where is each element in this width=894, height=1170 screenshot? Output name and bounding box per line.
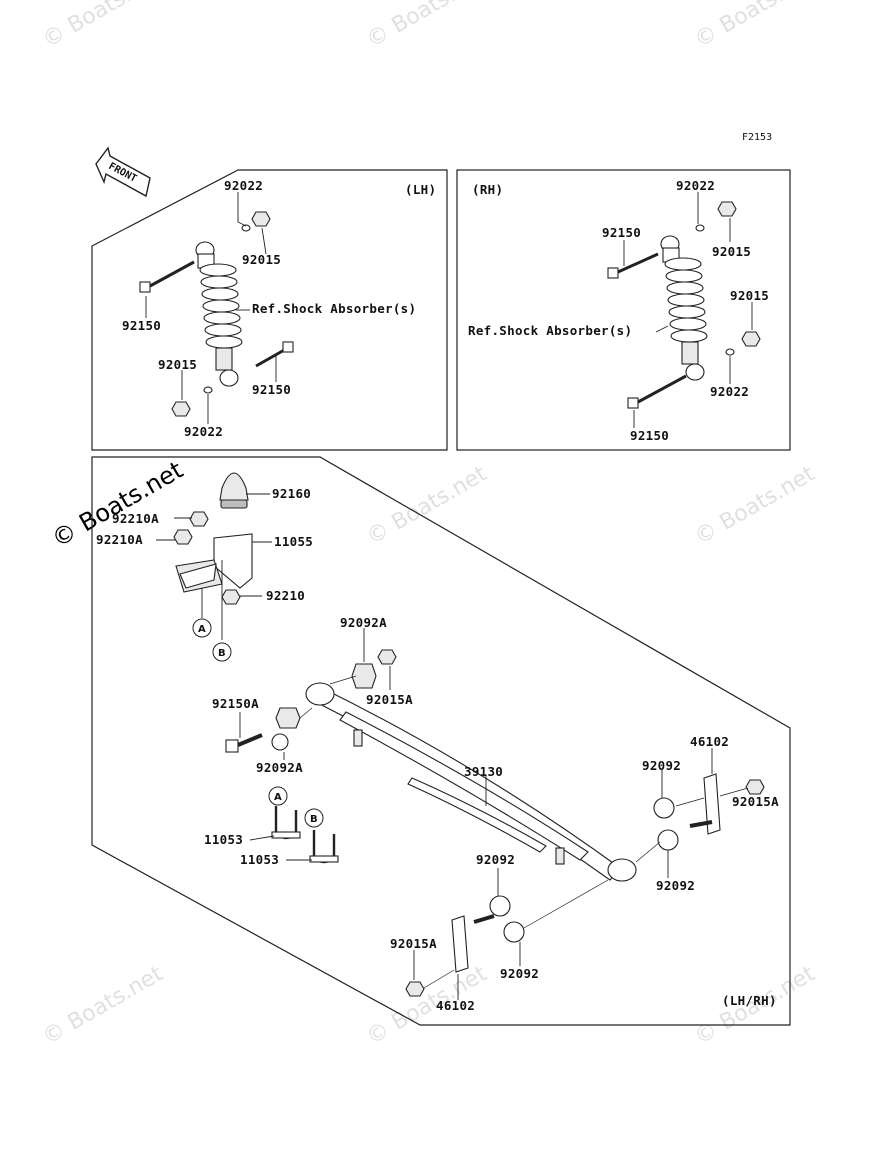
watermark: © Boats.net: [39, 961, 168, 1050]
spring-panel-frame: [91, 456, 791, 1026]
rh-side-label: (RH): [472, 182, 503, 197]
lh-bolt-top-icon: [139, 260, 195, 293]
lh-part-washer-bottom: 92022: [184, 424, 223, 439]
rh-bolt-bottom-icon: [627, 374, 687, 409]
u-bolt-a-icon: [271, 806, 301, 840]
rh-part-washer-bottom: 92022: [710, 384, 749, 399]
part-92015a-top: 92015A: [366, 692, 413, 707]
lh-nut-top-icon: [251, 211, 271, 227]
watermark: © Boats.net: [363, 461, 492, 550]
part-92150a: 92150A: [212, 696, 259, 711]
spring-side-label: (LH/RH): [722, 993, 777, 1008]
callout-a-label: A: [198, 624, 206, 635]
part-39130: 39130: [464, 764, 503, 779]
nut-92015a-lower-icon: [405, 981, 425, 997]
lh-part-washer-top: 92022: [224, 178, 263, 193]
bushing-92092a-front-icon: [275, 707, 301, 729]
watermark: © Boats.net: [691, 461, 820, 550]
callout-b-label: B: [218, 648, 226, 659]
bushing-92092-m1-icon: [489, 895, 511, 917]
nut-92210a-second-icon: [173, 529, 193, 545]
rh-shock-absorber-icon: [660, 235, 708, 381]
lh-side-label: (LH): [405, 182, 436, 197]
part-46102-lower: 46102: [436, 998, 475, 1013]
part-92092-m1: 92092: [476, 852, 515, 867]
part-92092-r1: 92092: [642, 758, 681, 773]
u-bolt-a-callout-label: A: [274, 792, 282, 803]
part-92092a-top: 92092A: [340, 615, 387, 630]
rh-nut-top-icon: [717, 201, 737, 217]
watermark: © Boats.net: [691, 0, 820, 53]
watermark: © Boats.net: [39, 0, 168, 53]
rh-panel-frame: [456, 169, 791, 451]
shackle-46102-lower-icon: [451, 915, 469, 973]
lh-panel: (LH): [122, 178, 436, 439]
u-bolt-b-icon: [309, 830, 339, 864]
callout-b-circle: [212, 642, 232, 662]
bushing-92092-r2-icon: [657, 829, 679, 851]
rh-washer-top-icon: [695, 224, 705, 232]
lh-washer-top-icon: [241, 224, 251, 232]
lh-ref-shock-absorber: Ref.Shock Absorber(s): [252, 301, 416, 316]
bracket-icon: [175, 533, 253, 593]
part-92210a-top: 92210A: [112, 511, 159, 526]
rh-panel: (RH): [468, 178, 769, 443]
part-92092a-front: 92092A: [256, 760, 303, 775]
part-11053-b: 11053: [240, 852, 279, 867]
rh-part-nut-top: 92015: [712, 244, 751, 259]
part-92092-r2: 92092: [656, 878, 695, 893]
part-11053-a: 11053: [204, 832, 243, 847]
bolt-92150a-icon: [225, 733, 263, 753]
part-92210a-second: 92210A: [96, 532, 143, 547]
lh-panel-frame: [91, 169, 448, 451]
rh-bolt-top-icon: [607, 252, 659, 279]
u-bolt-a-callout: [268, 786, 288, 806]
lh-nut-bottom-icon: [171, 401, 191, 417]
nut-92210a-top-icon: [189, 511, 209, 527]
part-92160: 92160: [272, 486, 311, 501]
rh-nut-right-icon: [741, 331, 761, 347]
bushing-92092a-top-icon: [351, 663, 377, 689]
lh-washer-bottom-icon: [203, 386, 213, 394]
lh-bolt-bottom-icon: [255, 341, 294, 368]
nut-92015a-right-icon: [745, 779, 765, 795]
bushing-92092-r1-icon: [653, 797, 675, 819]
watermark: © Boats.net: [363, 0, 492, 53]
rh-part-washer-top: 92022: [676, 178, 715, 193]
part-92092-m2: 92092: [500, 966, 539, 981]
bushing-92092-m2-icon: [503, 921, 525, 943]
lh-part-nut-bottom: 92015: [158, 357, 197, 372]
rh-part-bolt-bottom: 92150: [630, 428, 669, 443]
u-bolt-b-callout-label: B: [310, 814, 318, 825]
lh-part-bolt-top: 92150: [122, 318, 161, 333]
nut-92210-icon: [221, 589, 241, 605]
lh-shock-absorber-icon: [195, 241, 243, 387]
leaf-spring-icon: [305, 682, 637, 882]
callout-a-circle: [192, 618, 212, 638]
lh-part-nut-top: 92015: [242, 252, 281, 267]
part-46102-right: 46102: [690, 734, 729, 749]
u-bolt-b-callout: [304, 808, 324, 828]
lh-part-bolt-bottom: 92150: [252, 382, 291, 397]
bump-stop-icon: [219, 472, 249, 509]
part-92015a-right: 92015A: [732, 794, 779, 809]
spring-panel: (LH/RH) A B: [96, 472, 779, 1013]
shackle-46102-right-icon: [703, 773, 721, 835]
rh-part-bolt-top: 92150: [602, 225, 641, 240]
figure-code: F2153: [742, 132, 772, 143]
part-92210: 92210: [266, 588, 305, 603]
rh-washer-bottom-icon: [725, 348, 735, 356]
part-11055: 11055: [274, 534, 313, 549]
rh-ref-shock-absorber: Ref.Shock Absorber(s): [468, 323, 632, 338]
bushing-92092a-washer-icon: [271, 733, 289, 751]
rh-part-nut-right: 92015: [730, 288, 769, 303]
front-arrow-icon: FRONT: [95, 146, 151, 198]
part-92015a-lower: 92015A: [390, 936, 437, 951]
nut-92015a-top-icon: [377, 649, 397, 665]
